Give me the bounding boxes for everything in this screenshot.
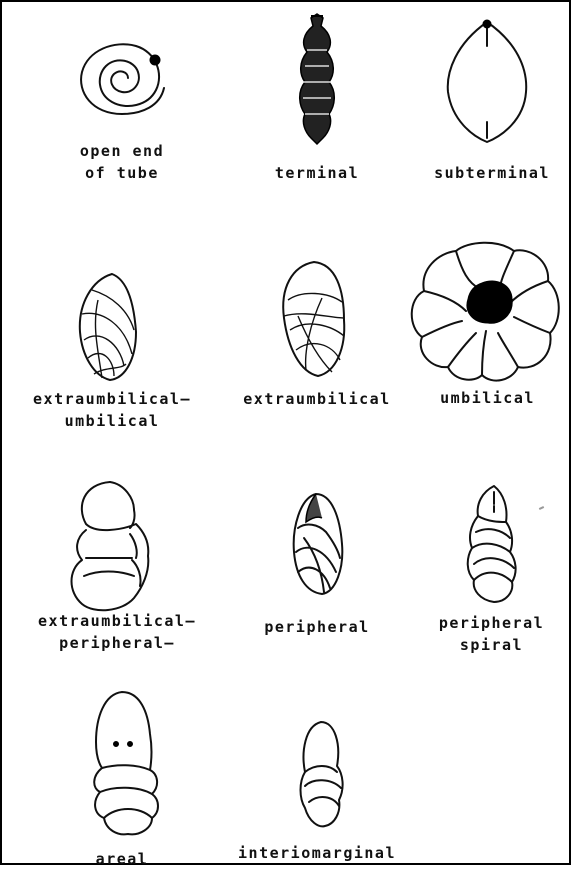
figure-umbilical: umbilical	[402, 237, 571, 437]
elongate-chambered-test-icon	[237, 10, 397, 150]
trochospiral-side-view-icon	[2, 270, 222, 390]
coiled-tube-test-icon	[42, 22, 202, 142]
lemon-shaped-test-icon	[412, 12, 571, 152]
uniserial-test-icon	[227, 702, 407, 832]
figure-label: open end of tube	[42, 140, 202, 184]
figure-label: umbilical	[402, 387, 571, 409]
figure-label: peripheral	[232, 616, 402, 638]
figure-extraumbilical-peripheral: extraumbilical— peripheral—	[2, 480, 232, 670]
biserial-test-areal-icon	[42, 688, 202, 838]
figure-interiomarginal: interiomarginal	[227, 702, 407, 863]
figure-peripheral: peripheral	[232, 488, 402, 668]
figure-open-end-of-tube: open end of tube	[42, 22, 202, 202]
figure-peripheral-spiral: peripheral spiral	[410, 482, 571, 682]
figure-label: peripheral spiral	[410, 612, 571, 656]
compressed-test-side-view-icon	[232, 488, 402, 608]
figure-areal: areal	[42, 688, 202, 863]
high-spired-test-icon	[410, 482, 571, 612]
figure-extraumbilical: extraumbilical	[232, 260, 402, 440]
figure-label: subterminal	[412, 162, 571, 184]
trochospiral-side-view-icon	[232, 260, 402, 390]
figure-label: extraumbilical— umbilical	[2, 388, 222, 432]
figure-label: extraumbilical	[232, 388, 402, 410]
umbilical-view-test-icon	[402, 237, 571, 387]
figure-label: extraumbilical— peripheral—	[2, 610, 232, 654]
figure-extraumbilical-umbilical: extraumbilical— umbilical	[2, 270, 222, 450]
figure-label: interiomarginal	[227, 842, 407, 864]
figure-subterminal: subterminal	[412, 12, 571, 192]
planispiral-side-view-icon	[2, 480, 232, 615]
figure-label: areal	[42, 848, 202, 870]
figure-terminal: terminal	[237, 10, 397, 190]
figure-label: terminal	[237, 162, 397, 184]
